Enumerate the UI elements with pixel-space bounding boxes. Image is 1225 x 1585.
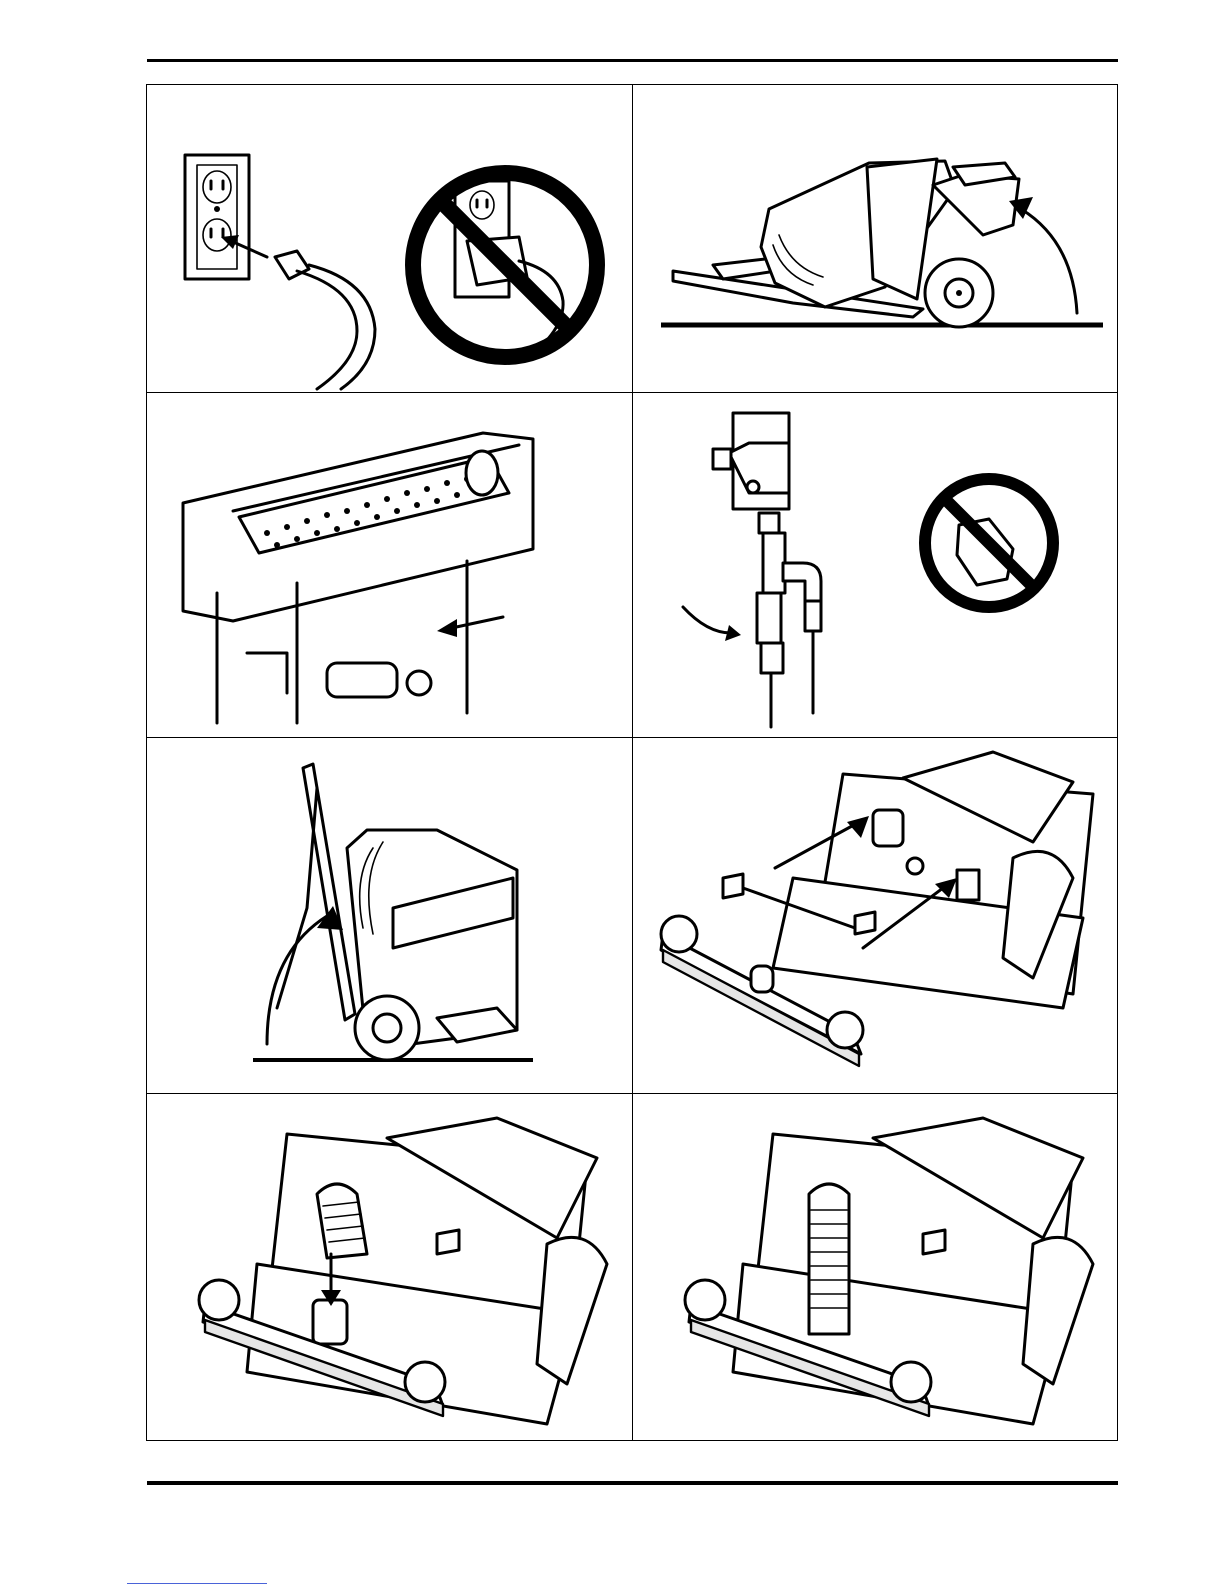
valve-icon (633, 393, 1119, 737)
machine-tilt-icon (633, 85, 1119, 392)
brush-icon (147, 393, 632, 737)
hose-connected-icon (633, 1094, 1119, 1442)
panel-valve-assembly (633, 393, 1119, 737)
panel-brush-assembly (147, 393, 632, 737)
footer-rule (147, 1481, 1118, 1485)
panel-connect-hose (147, 1094, 632, 1442)
power-plug-icon (147, 85, 632, 392)
handle-icon (147, 738, 632, 1093)
figure-grid (146, 84, 1118, 1441)
panel-attach-squeegee (633, 738, 1119, 1093)
header-rule (147, 59, 1118, 62)
panel-raise-handle (147, 738, 632, 1093)
panel-hose-connected (633, 1094, 1119, 1442)
footer-link-underline[interactable] (127, 1583, 267, 1584)
panel-tilt-machine (633, 85, 1119, 392)
squeegee-icon (633, 738, 1119, 1093)
hose-icon (147, 1094, 632, 1442)
panel-unplug (147, 85, 632, 392)
